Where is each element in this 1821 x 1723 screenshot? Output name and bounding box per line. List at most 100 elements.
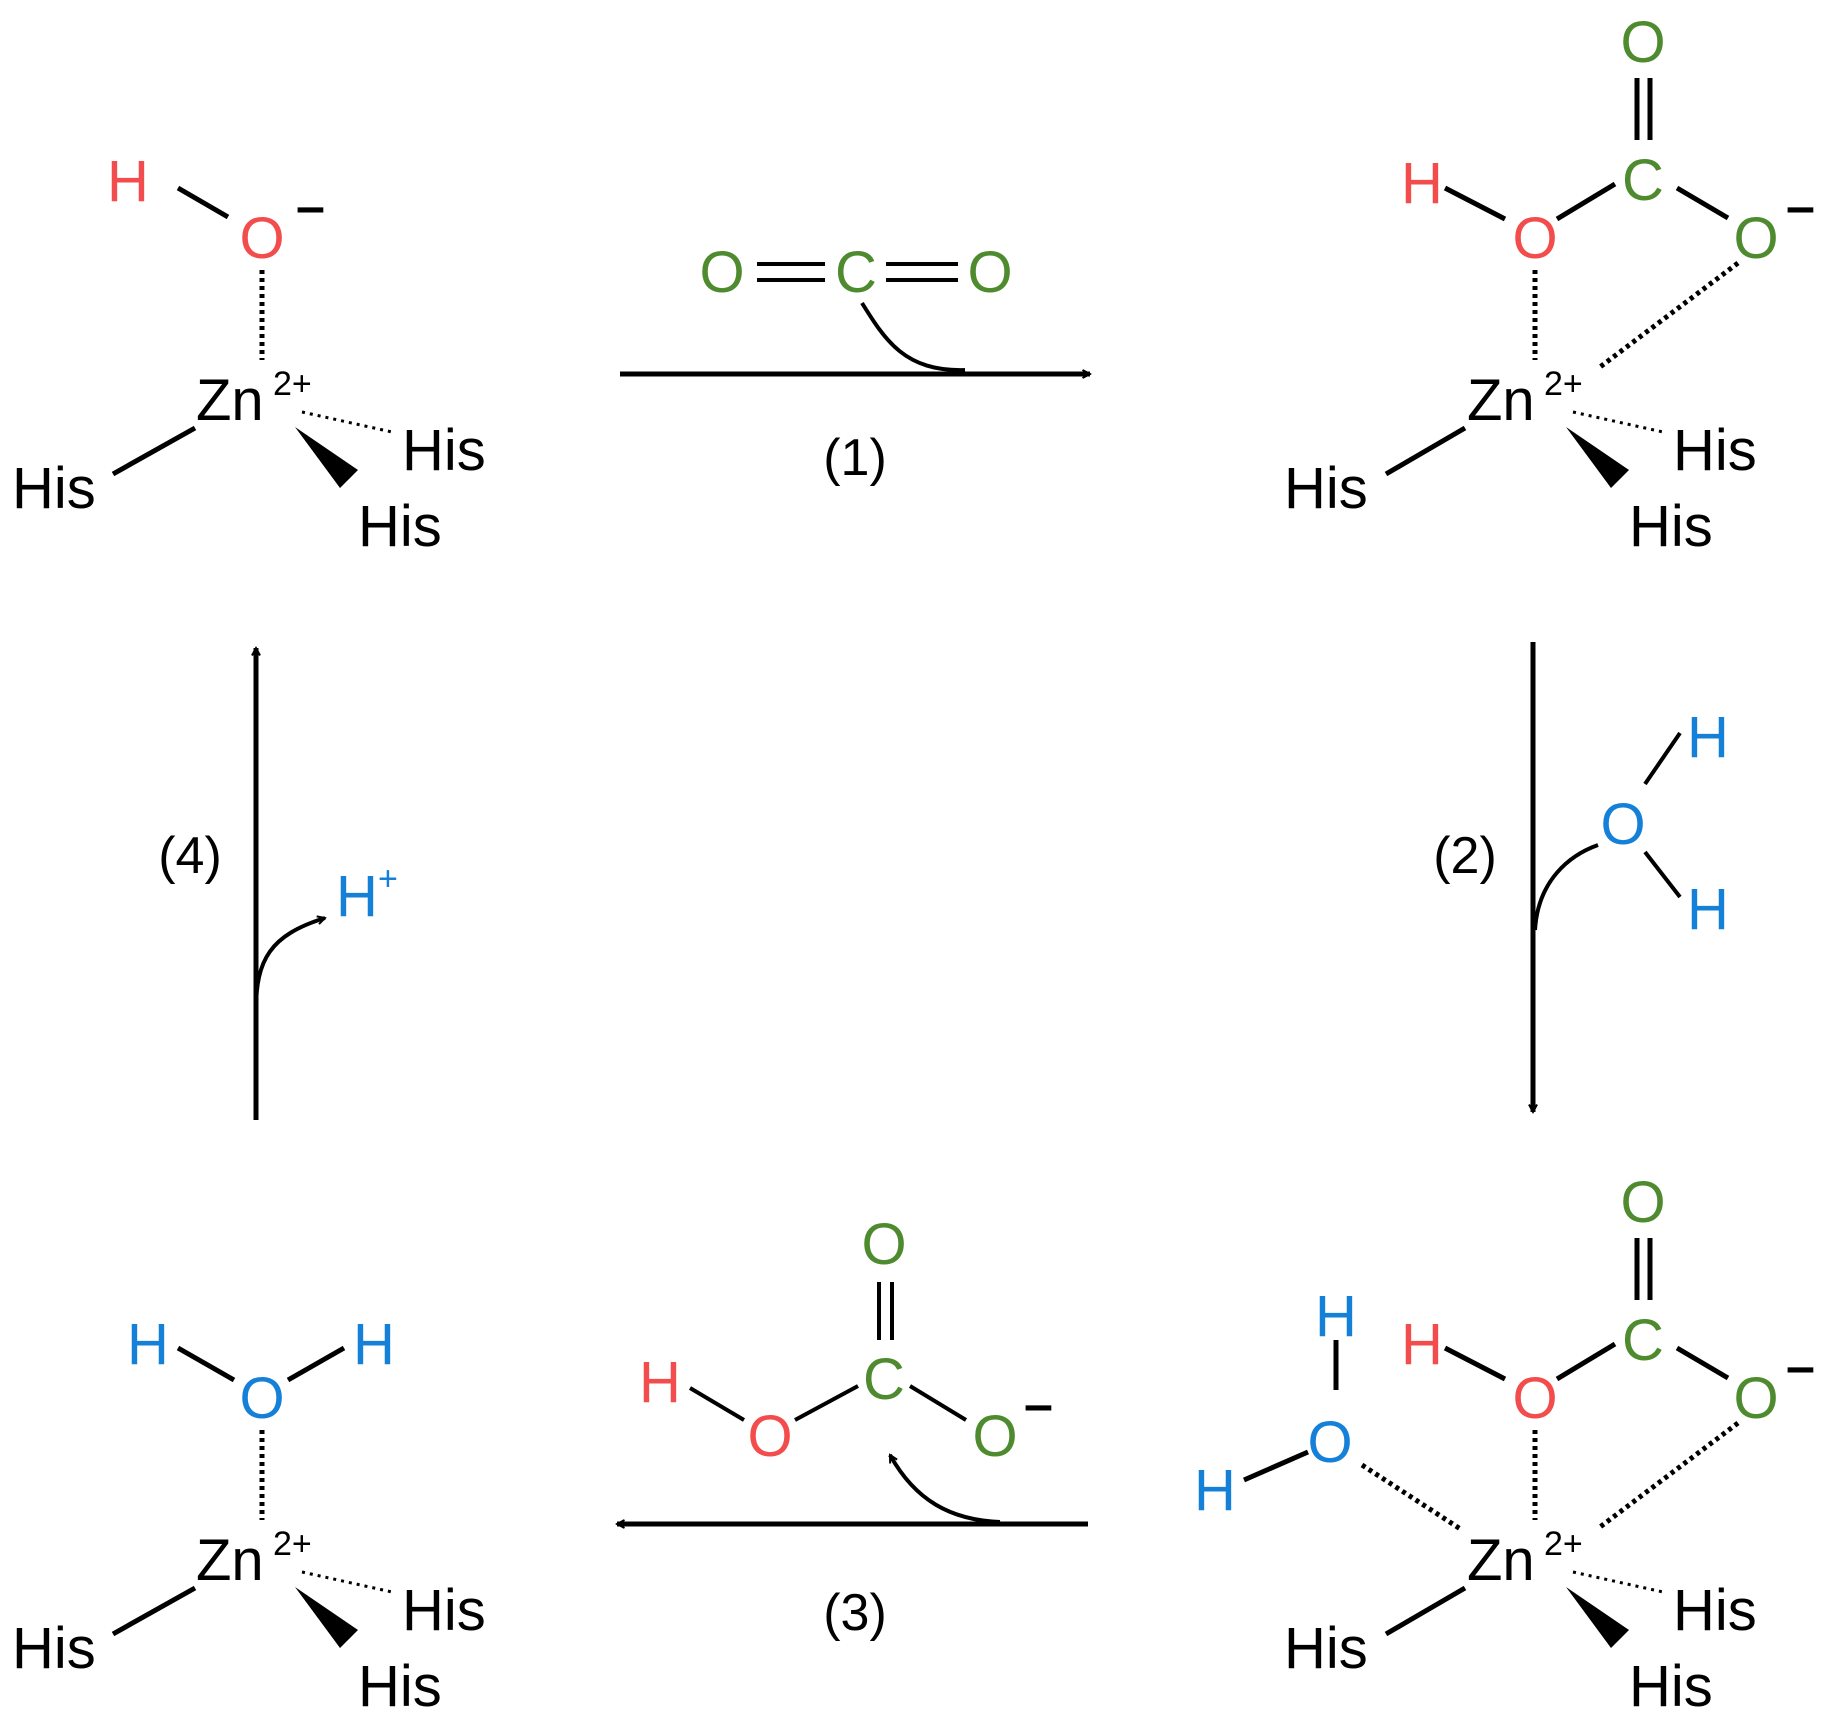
bond-zn-his-left — [111, 425, 197, 477]
bond-h-o — [176, 185, 230, 220]
water-curved-arrow — [1533, 843, 1599, 931]
hashed-bond-zn-his — [1572, 410, 1664, 434]
bicarbonate-atom-o-anionic: O — [972, 1404, 1017, 1469]
atom-h-left: H — [127, 1312, 169, 1377]
charge-minus: – — [296, 178, 325, 236]
ligand-his-bottom: His — [1629, 1654, 1713, 1719]
bond-o-h-right — [286, 1345, 346, 1383]
step-label-4: (4) — [158, 827, 222, 885]
bond-c-o — [1675, 185, 1730, 221]
bond-zn-his-left — [1384, 1585, 1467, 1637]
atom-o-anionic: O — [1733, 206, 1778, 271]
bicarbonate-atom-o-carbonyl: O — [861, 1212, 906, 1277]
hashed-bond-zn-his — [301, 410, 393, 434]
water-atom-h-bottom: H — [1687, 877, 1729, 942]
step-3: H O C O O – (3) — [617, 1212, 1088, 1642]
water-bond-o-h-bottom — [1643, 850, 1682, 899]
bicarbonate-atom-c: C — [863, 1347, 905, 1412]
co2-curved-arrow — [860, 301, 966, 373]
bicarbonate-charge-minus: – — [1024, 1376, 1053, 1434]
atom-h: H — [1401, 151, 1443, 216]
atom-zn: Zn — [196, 1528, 264, 1593]
atom-c: C — [1622, 1308, 1664, 1373]
atom-h: H — [107, 149, 149, 214]
ligand-his-left: His — [1284, 456, 1368, 521]
atom-o-carbonyl: O — [1620, 1170, 1665, 1235]
water-atom-o: O — [1600, 792, 1645, 857]
bicarbonate-atom-o: O — [747, 1404, 792, 1469]
ligand-his-left: His — [12, 456, 96, 521]
atom-o: O — [239, 1366, 284, 1431]
wedge-bond-zn-his — [295, 1587, 358, 1648]
atom-zn: Zn — [1467, 368, 1535, 433]
hashed-bond-zn-his — [1572, 1570, 1664, 1594]
wedge-bond-zn-his — [295, 427, 358, 488]
atom-zn: Zn — [1467, 1528, 1535, 1593]
coordination-bond-o-zn-2 — [1598, 261, 1740, 369]
ligand-his-right: His — [1673, 418, 1757, 483]
coordination-bond-water-zn — [1360, 1462, 1464, 1533]
wedge-bond-zn-his — [1566, 427, 1629, 488]
proton-atom-h: H — [336, 864, 378, 929]
bicarbonate-bond-c-o — [908, 1384, 968, 1422]
bond-zn-his-left — [1384, 425, 1467, 477]
bond-zn-his-left — [111, 1585, 197, 1637]
complex-zinc-bicarbonate-water: H O C O O – H O H Zn 2+ His His His — [1194, 1170, 1815, 1719]
ligand-his-bottom: His — [358, 494, 442, 559]
atom-c: C — [1622, 148, 1664, 213]
hashed-bond-zn-his — [301, 1570, 393, 1594]
ligand-his-bottom: His — [358, 1654, 442, 1719]
bicarbonate-atom-h: H — [639, 1350, 681, 1415]
zinc-charge: 2+ — [1544, 365, 1583, 403]
complex-zinc-hydroxide: H O – Zn 2+ His His His — [12, 149, 486, 559]
bicarbonate-curved-arrow — [888, 1455, 1001, 1524]
bond-o-c — [1555, 1341, 1617, 1382]
step-1: O C O (1) — [620, 240, 1090, 487]
atom-o-carbonyl: O — [1620, 10, 1665, 75]
step-label-3: (3) — [823, 1584, 887, 1642]
water-bond-o-h-top — [1643, 731, 1682, 786]
water-bond-h-o-left — [1242, 1449, 1310, 1483]
atom-o: O — [1512, 1366, 1557, 1431]
zinc-charge: 2+ — [273, 1525, 312, 1563]
zinc-charge: 2+ — [1544, 1525, 1583, 1563]
co2-atom-o-right: O — [967, 240, 1012, 305]
co2-atom-o-left: O — [699, 240, 744, 305]
ligand-his-left: His — [12, 1616, 96, 1681]
ligand-his-right: His — [1673, 1578, 1757, 1643]
bond-h-o-left — [176, 1345, 236, 1383]
bond-h-o — [1443, 185, 1507, 222]
atom-o-anionic: O — [1733, 1366, 1778, 1431]
zinc-charge: 2+ — [273, 365, 312, 403]
step-label-1: (1) — [823, 429, 887, 487]
complex-zinc-bicarbonate: H O C O O – Zn 2+ His His His — [1284, 10, 1815, 559]
ligand-his-right: His — [402, 418, 486, 483]
water-atom-h-top: H — [1315, 1284, 1357, 1349]
step-label-2: (2) — [1433, 827, 1497, 885]
atom-zn: Zn — [196, 368, 264, 433]
bicarbonate-bond-o-c — [794, 1384, 859, 1422]
bond-h-o — [1443, 1345, 1507, 1382]
bicarbonate-bond-h-o — [688, 1386, 746, 1422]
water-atom-h-top: H — [1687, 705, 1729, 770]
step-4: H + (4) — [158, 648, 398, 1120]
co2-atom-c: C — [835, 240, 877, 305]
charge-minus: – — [1786, 178, 1815, 236]
atom-o: O — [239, 206, 284, 271]
atom-h-right: H — [353, 1312, 395, 1377]
wedge-bond-zn-his — [1566, 1587, 1629, 1648]
bond-o-c — [1555, 181, 1617, 222]
proton-curved-arrow — [254, 918, 325, 1011]
coordination-bond-o-zn-2 — [1598, 1421, 1740, 1529]
atom-o: O — [1512, 206, 1557, 271]
charge-minus: – — [1786, 1338, 1815, 1396]
atom-h: H — [1401, 1312, 1443, 1377]
water-atom-o: O — [1307, 1410, 1352, 1475]
complex-zinc-water: H O H Zn 2+ His His His — [12, 1312, 486, 1719]
bond-c-o — [1675, 1345, 1730, 1381]
step-2: O H H (2) — [1433, 642, 1729, 1112]
water-atom-h-left: H — [1194, 1458, 1236, 1523]
proton-charge: + — [378, 860, 398, 898]
ligand-his-bottom: His — [1629, 494, 1713, 559]
